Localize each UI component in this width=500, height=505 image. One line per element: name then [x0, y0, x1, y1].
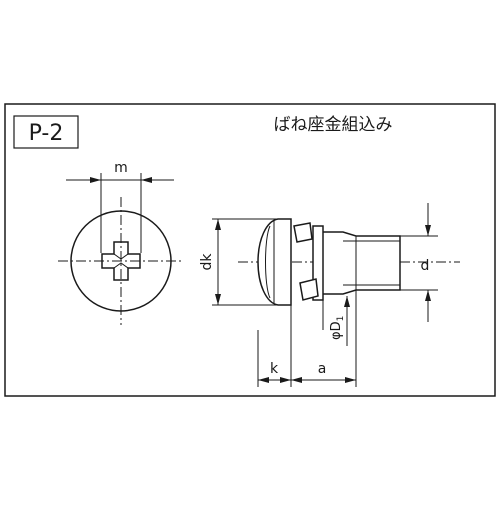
dimension-dk: dk [199, 218, 278, 306]
dimension-m: m [66, 160, 174, 253]
head-top-view [58, 197, 184, 325]
drawing-frame [4, 103, 496, 397]
code-box: P-2 [13, 115, 79, 149]
label-m: m [114, 160, 128, 176]
dimension-d: d [400, 203, 438, 322]
label-d: d [421, 258, 430, 274]
label-k: k [270, 361, 279, 377]
label-a: a [318, 361, 327, 377]
dimension-a: a [291, 290, 357, 387]
dimension-phi-d1: φD1 [322, 296, 350, 346]
code-label: P-2 [29, 121, 64, 146]
label-phi-d1: φD1 [329, 316, 346, 340]
dimension-k: k [257, 305, 292, 387]
label-dk: dk [199, 253, 215, 271]
drawing-title: ばね座金組込み [274, 115, 393, 135]
